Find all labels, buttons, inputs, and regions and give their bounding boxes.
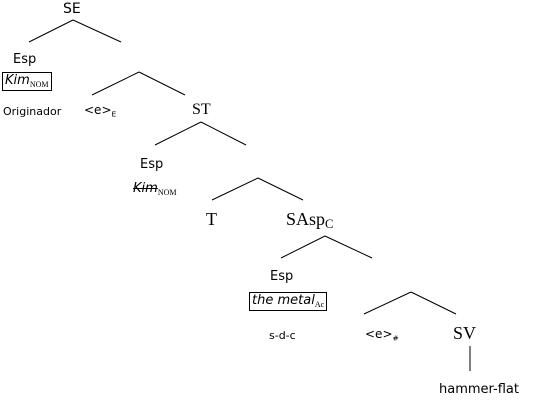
node-e-E: <e>E [84,104,116,118]
metal-sub: Ac [314,299,325,309]
node-the-metal: the metalAc [249,292,328,311]
node-se: SE [63,1,81,17]
node-kim-2: KimNOM [133,182,177,197]
branch-x2-right [257,177,304,201]
node-esp-1: Esp [13,52,37,67]
branch-st-left [154,121,202,146]
kim-2-text: Kim [133,181,158,196]
branch-st-right [200,121,247,146]
node-kim-1: KimNOM [2,72,52,91]
branch-sasp-right [324,235,373,259]
node-sv: SV [453,323,477,343]
node-esp-2: Esp [140,157,164,172]
label-sdc: s-d-c [269,329,296,342]
branch-se-right [72,19,122,43]
e-hash-text: <e> [365,327,393,341]
node-e-hash: <e># [365,328,399,342]
branch-x3-right [410,291,457,315]
metal-text: the metal [252,293,315,308]
kim-1-sub: NOM [29,79,49,89]
branch-x2-left [211,177,259,201]
e-E-text: <e> [84,103,112,117]
node-st: ST [192,101,211,118]
branch-x3-left [363,291,412,315]
branch-x1-right [138,71,186,96]
node-esp-3: Esp [270,269,294,284]
branch-sasp-left [280,235,326,259]
branch-se-left [28,19,74,43]
node-hammer-flat: hammer-flat [439,382,519,397]
label-originador: Originador [3,105,62,118]
branch-x1-left [91,71,140,96]
kim-2-sub: NOM [157,187,177,197]
sasp-text: SAsp [286,209,326,229]
e-hash-sub: # [392,333,399,343]
sasp-sub: C [325,217,334,232]
e-E-sub: E [111,109,117,119]
kim-1-text: Kim [5,73,30,88]
node-t: T [206,209,217,229]
node-sasp: SAspC [286,210,333,231]
